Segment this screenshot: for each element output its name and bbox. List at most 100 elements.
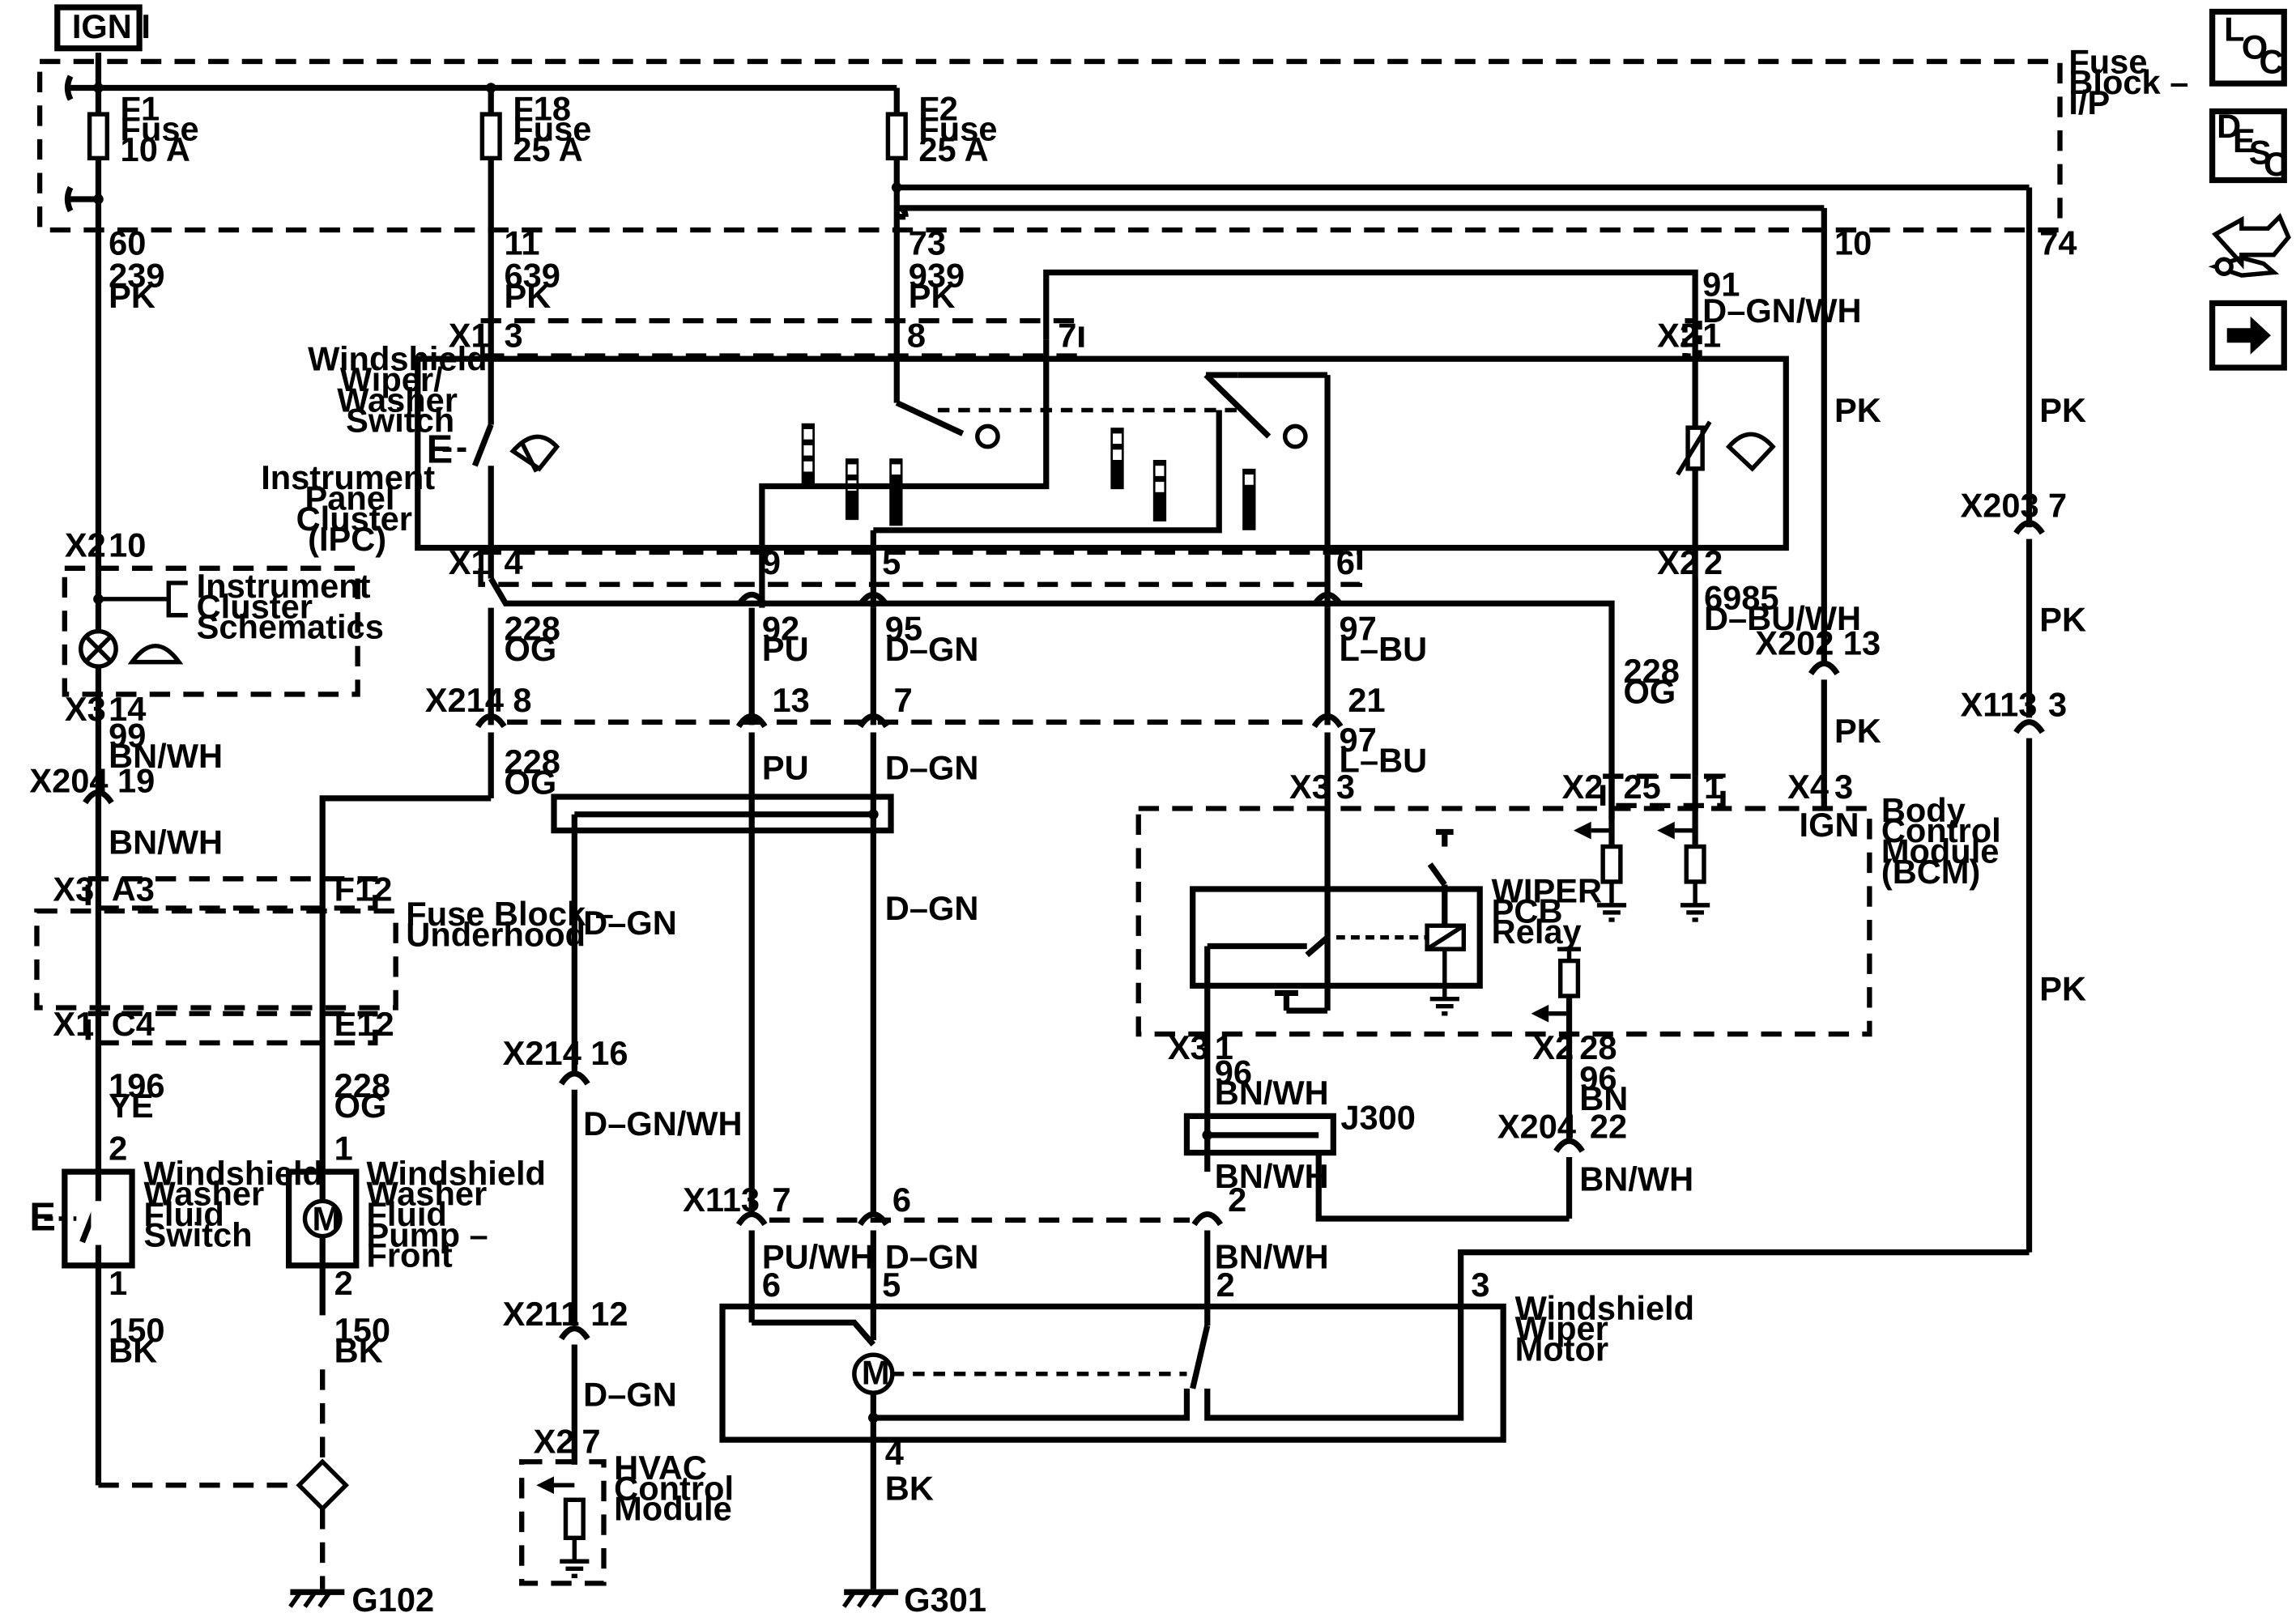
label-wires-w196c: YE [109, 1087, 154, 1125]
label-fuses-2-circuit: 939 [909, 257, 965, 295]
label-wires-dgn4: D–GN [583, 1376, 677, 1414]
label-wires-bnwh4: BN/WH [1215, 1237, 1329, 1275]
label-fuse-block-extra-cavities-c74: 74 [2039, 224, 2077, 262]
fuse-block-ip-label-2: Block – [2068, 63, 2188, 101]
label-connectors-x214b: X214 [503, 1034, 581, 1072]
label-wires-w97bc: L–BU [1340, 741, 1428, 779]
label-wires-dgn5: D–GN [885, 1237, 979, 1275]
label-wires-w150bc: BK [334, 1331, 383, 1369]
label-switch-top-pins-1: 8 [907, 317, 926, 355]
washer-fluid-pump: M 1 2 Windshield Washer Fluid Pump – Fro… [285, 1130, 546, 1302]
label-bcm-x2: X2 [1562, 768, 1604, 806]
label-motor-pins-3: 3 [1471, 1266, 1489, 1304]
label-wires-dgnwh: D–GN/WH [583, 1104, 742, 1143]
label-fuses-1-color: PK [504, 277, 551, 315]
label-motor-pins-2: 2 [1216, 1266, 1235, 1304]
wrench-hand-icon[interactable] [2208, 212, 2291, 278]
label-switch-circuit-x2-bot: 6985 [1704, 578, 1779, 616]
label-relay-label-l3: Relay [1492, 913, 1582, 951]
label-ipc-label-l3: Cluster [296, 500, 412, 538]
label-fuse-block-uh-x3: X3 [53, 870, 94, 908]
label-connectors-x113b: X113 [1961, 686, 2038, 724]
label-fuse-block-uh-x1: X1 [53, 1005, 94, 1043]
label-connectors-x204b: X204 [1497, 1107, 1576, 1145]
label-switch-top-pin-x2: 1 [1702, 317, 1721, 355]
label-motor-label-l1: Windshield [1515, 1289, 1694, 1327]
label-fuses-2-name-l1: F2 [918, 89, 958, 127]
label-side-icons-desc-3: C [2264, 145, 2288, 183]
label-bcm-pin-1: 1 [1704, 768, 1723, 806]
label-fuses-1-name-l1: F18 [513, 89, 571, 127]
label-wires-w196: 196 [109, 1066, 164, 1104]
label-fuse-block-uh-label-l2: Underhood [406, 916, 586, 954]
label-fuses-1-name-l2: Fuse [513, 110, 591, 148]
label-washer-pump-symbol: M [313, 1199, 341, 1237]
label-hvac-label-l1: HVAC [614, 1449, 707, 1487]
windshield-wiper-washer-switch: Windshield Wiper/ Washer Switch X1 3 8 7… [308, 265, 1862, 820]
label-bcm-label-l3: Module [1881, 832, 2000, 870]
label-connectors-x214-pins-1: 13 [773, 681, 810, 719]
label-connectors-x113b-pin: 3 [2048, 686, 2067, 724]
label-wires-dgn2: D–GN [583, 904, 677, 942]
label-fuses-1-rating: 25 A [513, 130, 582, 168]
fuse-block-underhood: Fuse Block – Underhood X3 A3 F12 X1 C4 E… [34, 870, 614, 1046]
label-wires-puwh: PU/WH [762, 1237, 875, 1275]
label-wires-w97: 97 [1340, 609, 1377, 647]
label-wires-w96: 96 [1215, 1053, 1252, 1091]
label-wires-w228bc: OG [504, 763, 556, 801]
label-connectors-x113-pins-0: 7 [773, 1181, 791, 1219]
arrow-right-icon[interactable] [2209, 300, 2287, 371]
label-wires-pk4: PK [2039, 969, 2086, 1007]
label-wires-w99c: BN/WH [109, 737, 223, 775]
label-ipc-label-l4: (IPC) [308, 520, 386, 558]
label-wires-w99: 99 [109, 717, 146, 755]
label-ipc-label-l2: Panel [305, 479, 394, 517]
label-ipc-x3: X3 [65, 690, 106, 728]
label-wires-w97c: L–BU [1340, 630, 1428, 668]
label-wires-w228a: 228 [504, 609, 560, 647]
ground-g301: G301 [904, 1581, 986, 1617]
label-connectors-x214-pins-0: 8 [513, 681, 531, 719]
label-fuses-1-circuit: 639 [504, 257, 560, 295]
label-switch-color-x2-top: D–GN/WH [1702, 291, 1861, 330]
label-wires-w150b: 150 [334, 1311, 390, 1349]
ign-label-box [54, 4, 143, 52]
label-washer-pump-pin-bot: 2 [334, 1264, 353, 1302]
label-wires-pk1: PK [1834, 391, 1881, 429]
location-button[interactable]: L O C [2209, 8, 2287, 87]
fuse-block-ip-label-1: Fuse [2068, 42, 2147, 80]
label-bcm-pin-x3b: 1 [1215, 1028, 1233, 1066]
label-bcm-label-l1: Body [1881, 791, 1966, 829]
label-connectors-x214b-pin: 16 [590, 1034, 628, 1072]
label-wires-w92: 92 [762, 609, 799, 647]
label-fuses-2-name-l2: Fuse [918, 110, 997, 148]
label-side-icons-loc-1: O [2242, 28, 2268, 66]
label-connectors-x214-pins-2: 7 [894, 681, 913, 719]
label-fuse-block-extra-cavities-c10: 10 [1834, 224, 1872, 262]
label-fuses-0-rating: 10 A [121, 130, 190, 168]
label-washer-pump-label-l1: Windshield [366, 1154, 545, 1192]
label-motor-pin-bot: 4 [885, 1434, 904, 1472]
label-bcm-pin-x3: 3 [1336, 768, 1355, 806]
label-bcm-pin-25: 25 [1623, 768, 1660, 806]
label-fuse-block-uh-label-l1: Fuse Block – [406, 895, 614, 933]
label-connectors-x202: X202 [1755, 624, 1834, 662]
description-button[interactable]: D E S C [2209, 107, 2288, 184]
label-relay-label-l2: PCB [1492, 892, 1563, 930]
label-fuses-2-rating: 25 A [918, 130, 988, 168]
label-switch-bottom-pins-0: 4 [504, 543, 522, 581]
label-wires-pk3: PK [2039, 601, 2086, 639]
label-fuses-0-circuit: 239 [109, 257, 164, 295]
label-washer-pump-label-l2: Washer [366, 1175, 487, 1213]
label-wires-w228b: 228 [504, 743, 560, 781]
label-motor-pins-0: 6 [762, 1266, 781, 1304]
label-fuse-block-uh-c4: C4 [112, 1005, 155, 1043]
label-wires-w95c: D–GN [885, 630, 979, 668]
label-switch-label-l2: Wiper/ [340, 360, 443, 398]
label-connectors-x113-pins-2: 2 [1228, 1181, 1246, 1219]
label-wires-w96bc: BN [1579, 1079, 1628, 1117]
washer-fluid-switch: 2 1 Windshield Washer Fluid Switch E [29, 1130, 323, 1302]
label-washer-switch-pin-bot: 1 [109, 1264, 127, 1302]
label-switch-x2: X2 [1657, 543, 1698, 581]
